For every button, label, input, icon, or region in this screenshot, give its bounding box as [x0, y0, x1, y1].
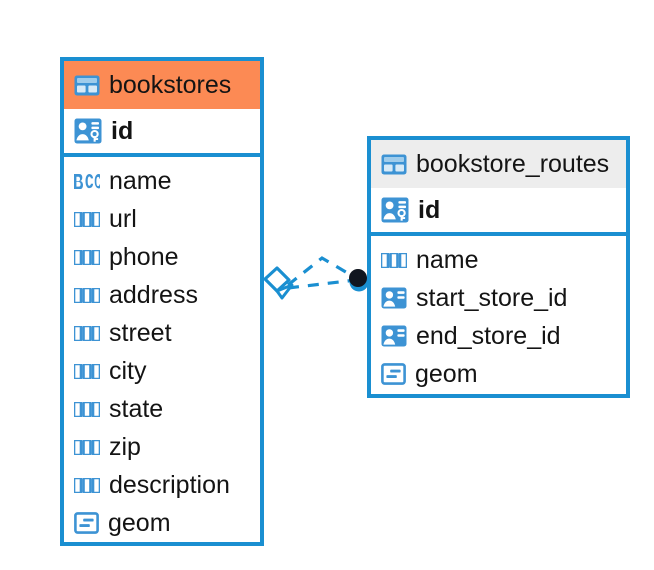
foreign-key-icon	[381, 325, 407, 347]
field-row-state[interactable]: state	[64, 390, 260, 428]
field-row-city[interactable]: city	[64, 352, 260, 390]
field-row-zip[interactable]: zip	[64, 428, 260, 466]
text-abc-icon	[74, 325, 100, 341]
field-row-address[interactable]: address	[64, 276, 260, 314]
field-label: street	[109, 318, 172, 347]
table-icon	[381, 154, 407, 174]
field-row-description[interactable]: description	[64, 466, 260, 504]
field-row-geom[interactable]: geom	[64, 504, 260, 542]
field-label: city	[109, 356, 147, 385]
relationship-line-lower	[287, 278, 357, 290]
field-label: id	[111, 116, 134, 145]
field-label: geom	[415, 359, 478, 388]
primary-key-icon	[74, 118, 102, 144]
primary-key-divider	[371, 232, 626, 236]
field-label: state	[109, 394, 164, 423]
field-label: start_store_id	[416, 283, 568, 312]
text-abc-icon	[74, 287, 100, 303]
text-abc-icon	[74, 439, 100, 455]
field-row-phone[interactable]: phone	[64, 238, 260, 276]
field-label: geom	[108, 508, 171, 537]
field-row-name[interactable]: name	[371, 241, 626, 279]
text-abc-icon	[74, 249, 100, 265]
hollow-diamond-marker	[263, 266, 294, 300]
primary-key-icon	[381, 197, 409, 223]
text-abc-icon	[74, 401, 100, 417]
field-row-end-store-id[interactable]: end_store_id	[371, 317, 626, 355]
text-abc-icon	[74, 173, 100, 189]
field-label: name	[109, 166, 172, 195]
field-row-geom[interactable]: geom	[371, 355, 626, 393]
field-row-url[interactable]: url	[64, 200, 260, 238]
field-label: url	[109, 204, 137, 233]
entity-bookstore-routes[interactable]: bookstore_routes id	[367, 136, 630, 398]
primary-key-divider	[64, 153, 260, 157]
entity-title: bookstores	[109, 70, 232, 99]
table-icon	[74, 75, 100, 95]
field-label: phone	[109, 242, 179, 271]
text-abc-icon	[74, 477, 100, 493]
field-list-bookstores: name url phone	[64, 157, 260, 548]
text-abc-icon	[74, 363, 100, 379]
entity-header-bookstores[interactable]: bookstores	[64, 61, 260, 109]
field-label: end_store_id	[416, 321, 561, 350]
geometry-icon	[381, 363, 406, 385]
field-label: address	[109, 280, 198, 309]
entity-header-bookstore-routes[interactable]: bookstore_routes	[371, 140, 626, 188]
field-row-primary-key[interactable]: id	[64, 109, 260, 153]
field-list-bookstore-routes: name start_store_id	[371, 236, 626, 399]
text-abc-icon	[381, 252, 407, 268]
field-label: id	[418, 195, 441, 224]
text-abc-icon	[74, 211, 100, 227]
field-label: description	[109, 470, 230, 499]
relationship-line-upper	[287, 256, 357, 287]
field-label: name	[416, 245, 479, 274]
field-row-name[interactable]: name	[64, 162, 260, 200]
field-row-street[interactable]: street	[64, 314, 260, 352]
entity-bookstores[interactable]: bookstores id	[60, 57, 264, 546]
field-row-start-store-id[interactable]: start_store_id	[371, 279, 626, 317]
geometry-icon	[74, 512, 99, 534]
field-label: zip	[109, 432, 141, 461]
field-row-primary-key[interactable]: id	[371, 188, 626, 232]
entity-title: bookstore_routes	[416, 149, 610, 178]
foreign-key-icon	[381, 287, 407, 309]
filled-dot-marker	[349, 269, 369, 292]
